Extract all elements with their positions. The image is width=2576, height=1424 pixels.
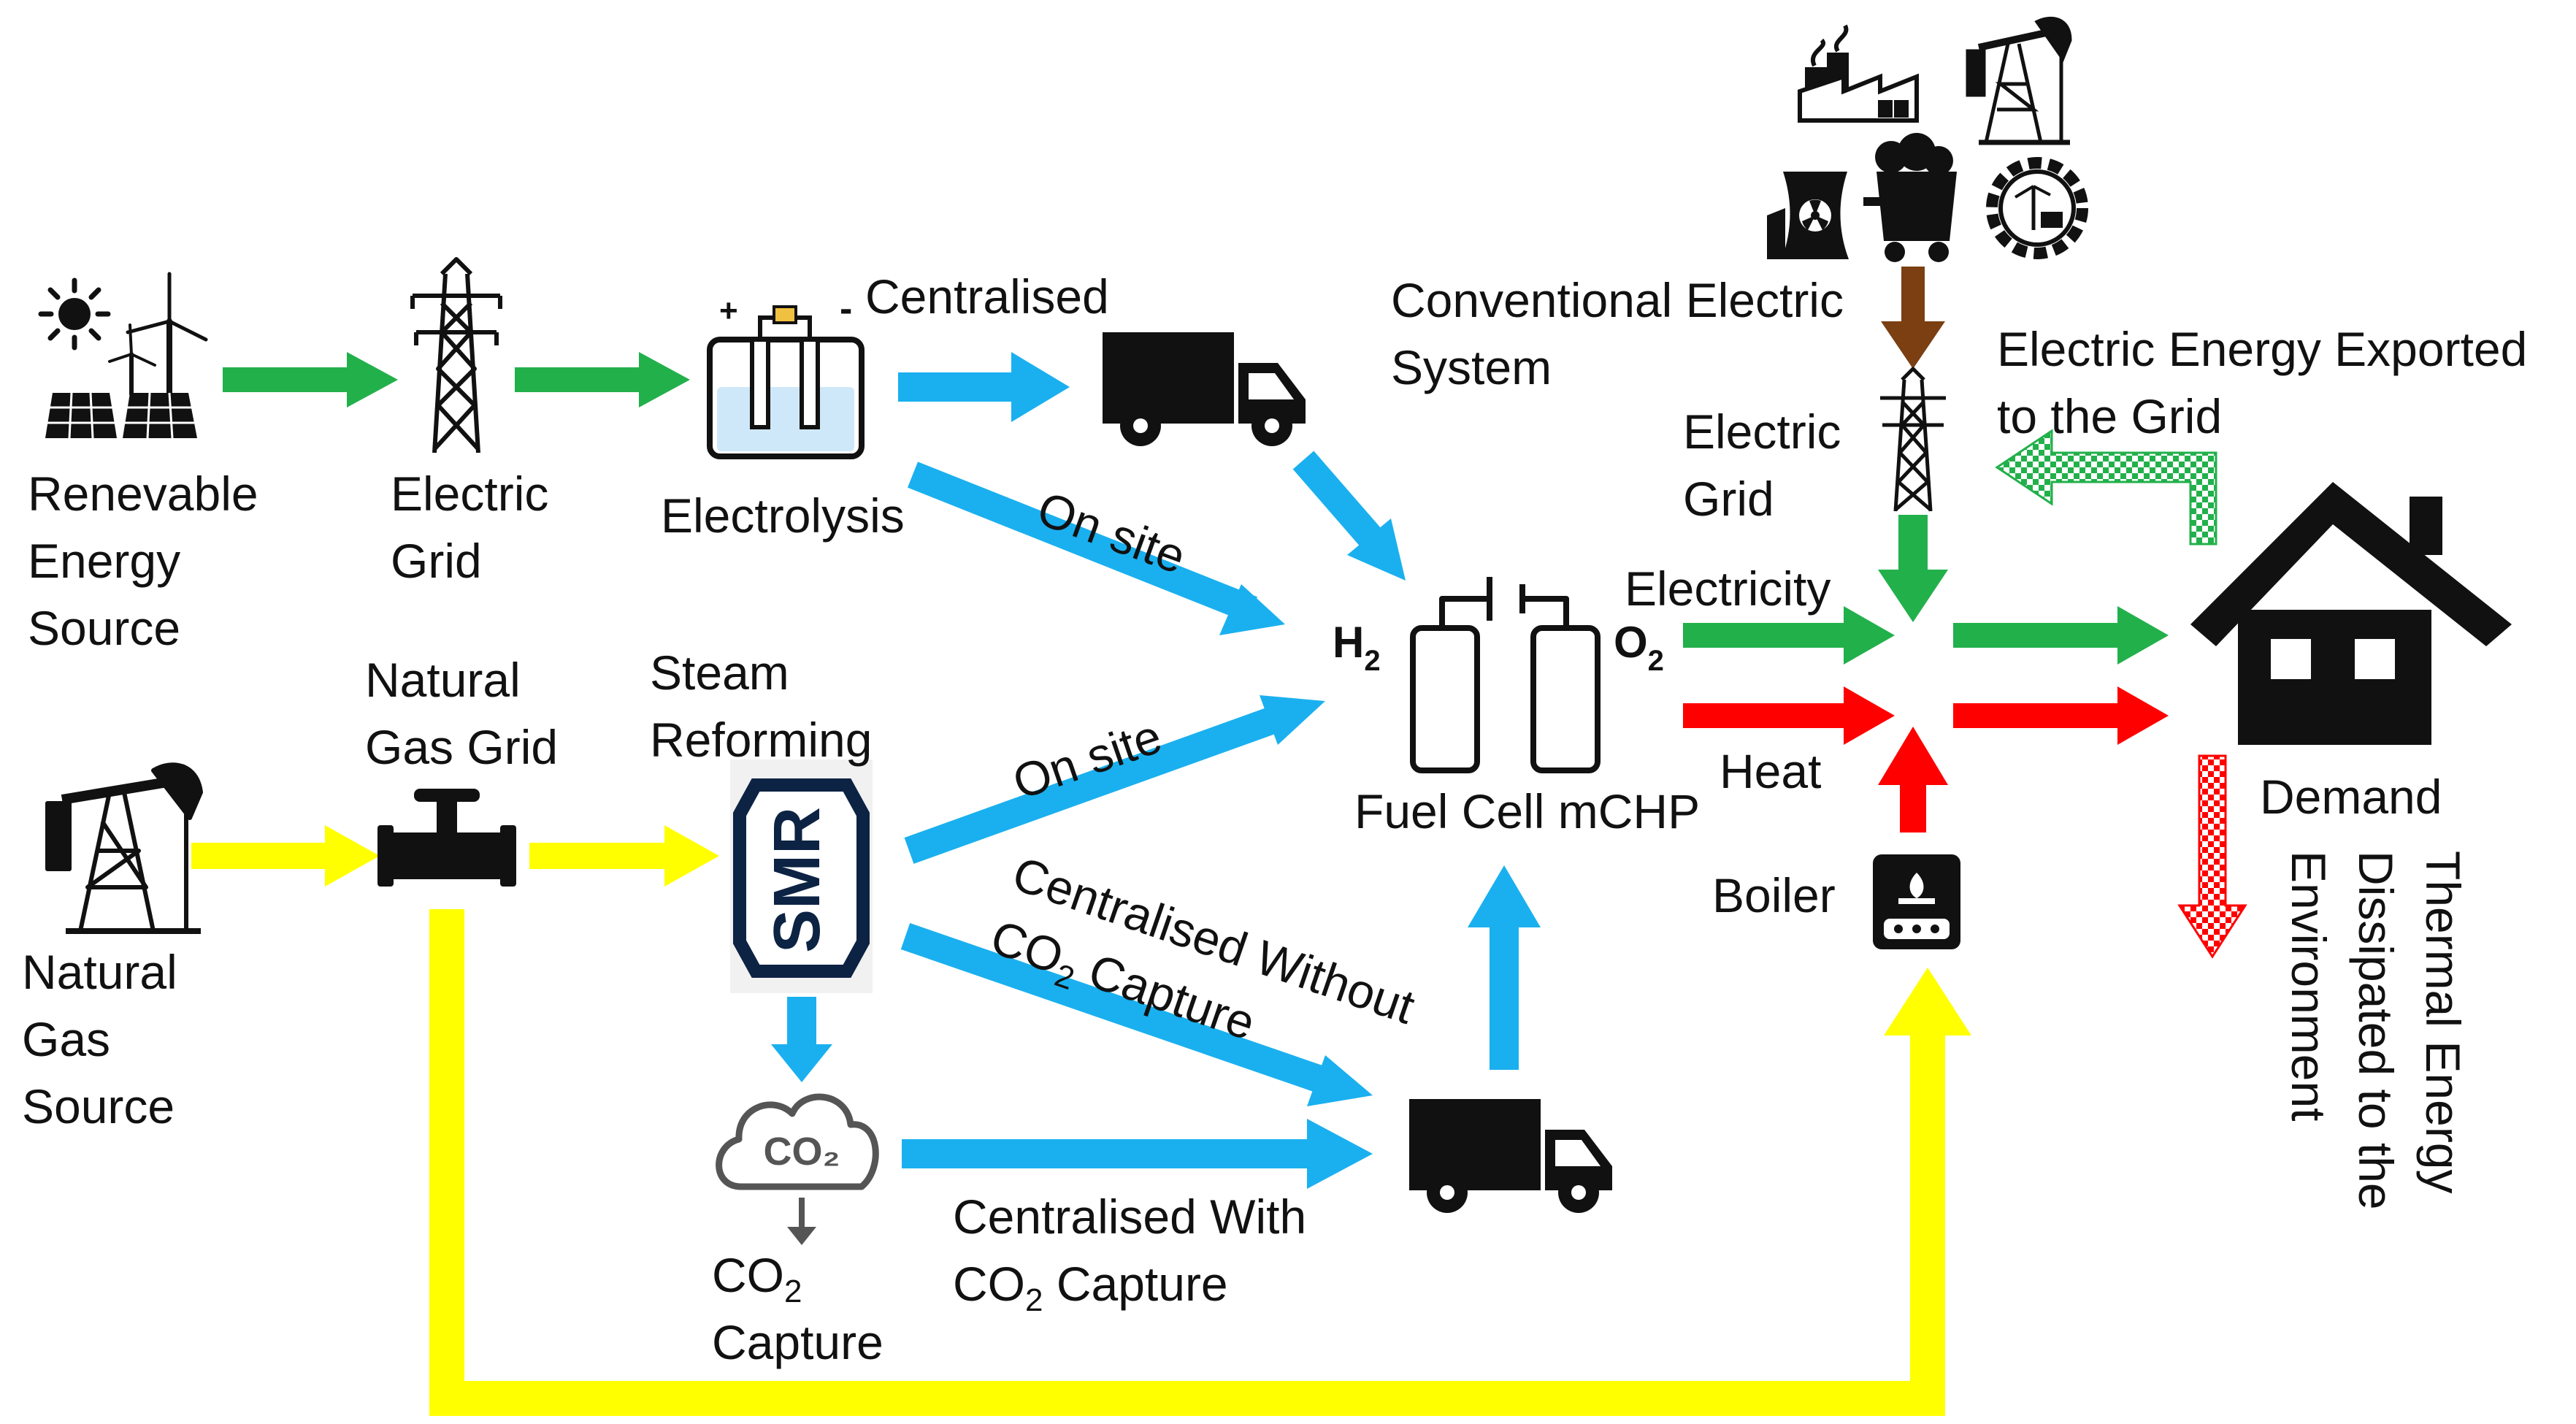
o2-subscript: 2: [1648, 645, 1664, 677]
natural-gas-source-label: Natural Gas Source: [22, 945, 177, 1133]
truck-icon: [1103, 332, 1306, 446]
arrow-smr-to-co2: [771, 997, 832, 1082]
co2-cloud-icon: CO₂: [716, 1093, 879, 1245]
fuel-cell-icon: [1410, 577, 1601, 773]
svg-text:-: -: [840, 288, 852, 330]
centralised-label: Centralised: [865, 269, 1109, 324]
arrow-truck-to-fuelcell-up: [1468, 865, 1541, 1070]
gas-bypass-to-boiler: [429, 909, 1945, 1416]
arrow-exported-to-grid: [1995, 429, 2217, 546]
boiler-icon: [1873, 854, 1960, 949]
h2-subscript: 2: [1364, 645, 1380, 677]
arrow-smr-centralised-head: [1307, 1055, 1373, 1106]
factory-icon: [1798, 24, 1919, 123]
sun-icon: [38, 277, 111, 351]
oil-pump-icon: [45, 762, 203, 934]
thermal-energy-dissipated-label: Thermal Energy Dissipated to the Environ…: [2282, 851, 2470, 1210]
arrow-truck-to-fuelcell-line: [1292, 451, 1387, 554]
arrow-electrolysis-onsite-line: [907, 462, 1258, 623]
arrow-boiler-to-centre: [1878, 727, 1948, 832]
heat-label: Heat: [1720, 744, 1822, 798]
natural-gas-grid-label: Natural Gas Grid: [365, 653, 559, 774]
arrow-smr-onsite-head: [1260, 695, 1325, 745]
svg-text:O2: O2: [1614, 618, 1664, 677]
conventional-system-label: Conventional Electric System: [1391, 273, 1844, 394]
electric-grid-left-label: Electric Grid: [391, 467, 549, 588]
svg-text:H2: H2: [1333, 618, 1381, 677]
transmission-tower-icon: [410, 257, 502, 453]
smr-icon: SMR: [730, 759, 873, 993]
arrow-gas-grid-to-smr: [529, 825, 719, 887]
arrow-conventional-to-grid: [1881, 267, 1945, 369]
arrow-renewable-to-grid: [223, 352, 398, 407]
arrow-grid-to-centre: [1878, 515, 1948, 622]
arrow-smr-onsite-line: [904, 703, 1290, 864]
svg-text:+: +: [719, 293, 738, 329]
arrow-thermal-dissipated: [2177, 754, 2247, 959]
boiler-label: Boiler: [1712, 868, 1836, 922]
centralised-with-label: Centralised With CO2 Capture: [953, 1190, 1307, 1318]
solar-panel-icon: [45, 392, 197, 439]
smr-label: SMR: [761, 807, 834, 953]
arrow-gas-source-to-gas-grid: [191, 825, 380, 887]
co2-capture-label: CO2 Capture: [712, 1248, 883, 1369]
wind-turbine-icon: [108, 272, 208, 397]
oil-pump-icon-top: [1966, 16, 2072, 145]
co2-cloud-label: CO₂: [764, 1130, 840, 1174]
electrolyzer-icon: + -: [707, 288, 865, 459]
arrow-electrolysis-onsite-head: [1219, 584, 1285, 635]
renewable-gear-icon: [1986, 157, 2088, 259]
arrow-smr-centralised-line: [900, 923, 1323, 1092]
arrow-fuelcell-heat: [1683, 686, 1895, 745]
pipe-valve-icon: [377, 789, 516, 887]
o2-symbol: O: [1614, 618, 1648, 667]
arrow-electrolysis-to-truck: [898, 352, 1070, 422]
gas-bypass-arrowhead: [1884, 968, 1971, 1036]
steam-reforming-label: Steam Reforming: [650, 646, 873, 767]
electricity-label: Electricity: [1625, 562, 1831, 616]
flow-arrows: [191, 267, 2247, 1416]
renewable-energy-source-label: Renevable Energy Source: [28, 467, 258, 655]
coal-cart-icon: [1863, 133, 1957, 262]
arrow-fuelcell-electricity: [1683, 606, 1895, 665]
electric-grid-right-label: Electric Grid: [1683, 405, 1841, 526]
transmission-tower-icon-right: [1880, 367, 1946, 512]
h2-symbol: H: [1333, 618, 1364, 667]
electrolysis-label: Electrolysis: [661, 489, 905, 543]
electric-energy-exported-label: Electric Energy Exported to the Grid: [1997, 322, 2528, 443]
truck-icon-bottom: [1409, 1099, 1612, 1213]
nuclear-plant-icon: [1767, 172, 1849, 259]
house-icon: [2190, 482, 2512, 745]
arrow-truck-to-fuelcell-head: [1347, 518, 1406, 581]
fuel-cell-label: Fuel Cell mCHP: [1354, 784, 1701, 838]
arrow-centre-heat-to-house: [1953, 686, 2169, 745]
demand-label: Demand: [2260, 770, 2442, 824]
arrow-centre-electricity-to-house: [1953, 606, 2169, 665]
arrow-grid-to-electrolysis: [515, 352, 690, 407]
arrow-co2-to-truck: [902, 1119, 1373, 1189]
